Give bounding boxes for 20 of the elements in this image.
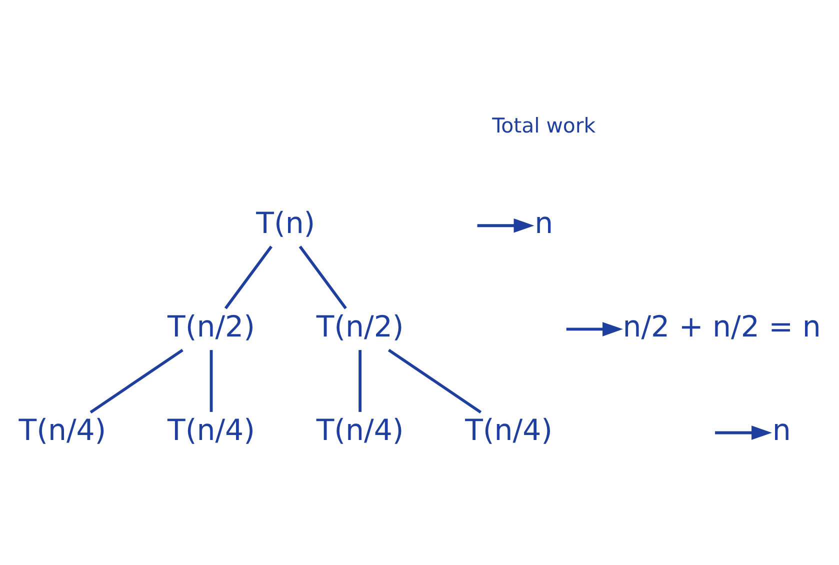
node-text: T(n/4) (18, 413, 106, 448)
node-text: T(n/4) (168, 413, 255, 448)
node-text: T(n) (256, 206, 316, 240)
node-text: n (534, 206, 554, 240)
node-text: n (772, 413, 791, 448)
arrow (477, 218, 534, 233)
arrow (566, 322, 623, 336)
node-text: T(n/4) (465, 413, 553, 448)
connector (358, 350, 362, 412)
label: Total work (492, 114, 596, 138)
node-text: T(n/4) (316, 413, 404, 448)
connector (298, 246, 347, 310)
node-text: T(n/2) (316, 309, 404, 344)
arrow (715, 426, 772, 440)
connector (224, 246, 272, 310)
node-text: n/2 + n/2 = n (622, 309, 821, 344)
connector (90, 348, 184, 414)
connector (210, 350, 213, 412)
connector (388, 348, 482, 414)
node-text: T(n/2) (168, 309, 255, 344)
